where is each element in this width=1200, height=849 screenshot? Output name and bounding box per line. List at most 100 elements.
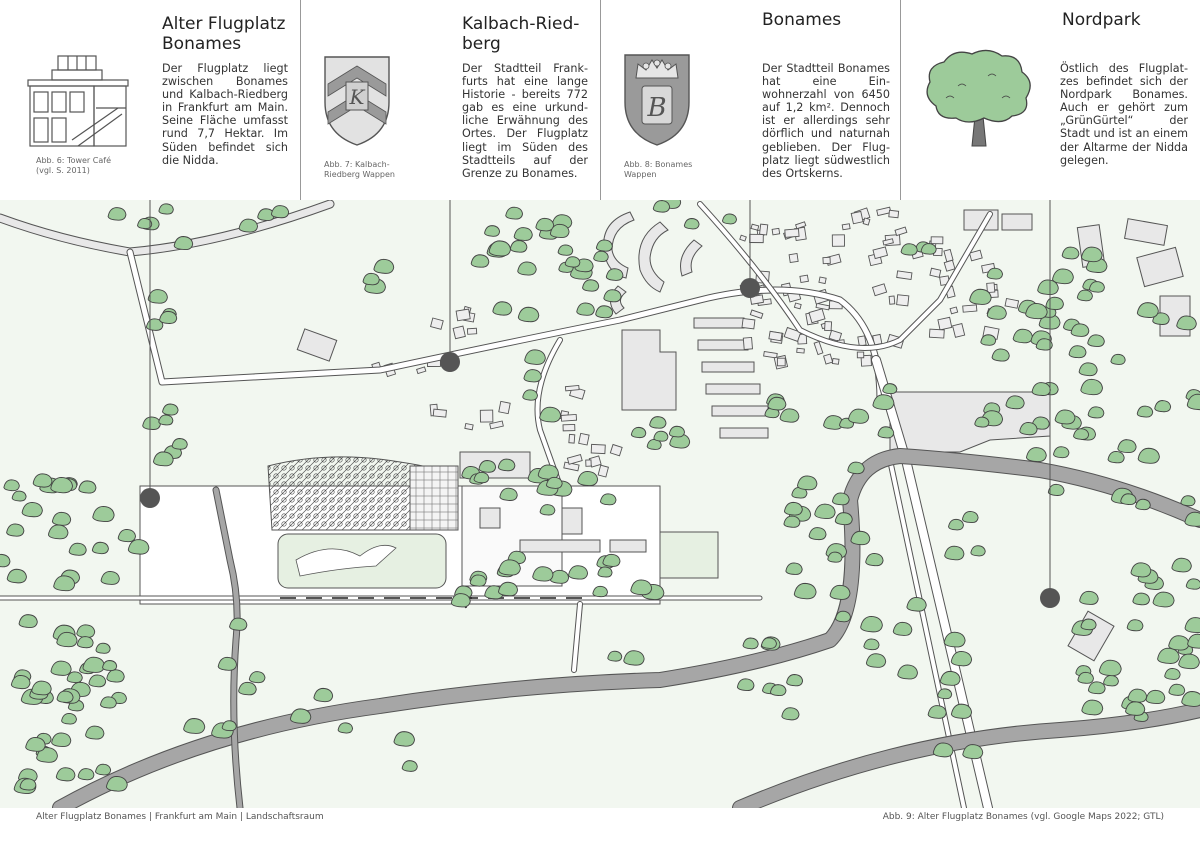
house — [597, 464, 609, 478]
house — [750, 223, 760, 231]
tree — [532, 566, 554, 582]
tree — [969, 288, 992, 305]
tree — [1152, 591, 1175, 608]
tree — [863, 638, 880, 651]
house — [896, 294, 910, 307]
house — [590, 443, 606, 455]
tree — [77, 768, 95, 781]
tree — [25, 737, 46, 752]
tree — [1103, 674, 1119, 687]
house — [784, 228, 800, 238]
house — [564, 384, 580, 392]
tree — [668, 425, 685, 438]
site-map — [0, 200, 1200, 808]
tree — [785, 562, 803, 575]
tree — [517, 306, 540, 323]
house — [578, 432, 590, 446]
tree — [865, 552, 884, 567]
tree — [248, 671, 266, 684]
house — [568, 433, 576, 444]
tree — [607, 650, 623, 662]
tree — [595, 305, 614, 319]
tree — [499, 487, 518, 501]
tree — [900, 243, 918, 256]
tree — [848, 408, 870, 424]
tree — [6, 568, 27, 584]
tree — [513, 227, 533, 241]
tree — [847, 461, 865, 475]
house — [1004, 297, 1020, 309]
tree — [980, 334, 997, 346]
house — [831, 357, 840, 365]
emblem-letter: K — [349, 85, 366, 109]
tree — [1132, 592, 1151, 606]
tree — [595, 239, 613, 252]
house — [479, 409, 494, 423]
tree — [791, 486, 808, 499]
tree — [159, 310, 178, 324]
house — [841, 223, 851, 231]
tree — [158, 414, 174, 426]
house — [828, 329, 843, 342]
panel-kalbach-riedberg: Kalbach-Ried- berg Der Stadtteil Frank­f… — [300, 0, 600, 200]
tree — [1154, 400, 1172, 413]
house — [566, 453, 583, 465]
tree — [102, 660, 118, 671]
marker-nordpark — [1040, 588, 1060, 608]
bonames-coat-of-arms-icon: B — [624, 54, 690, 146]
house — [962, 304, 978, 313]
tree — [505, 206, 523, 220]
house — [823, 353, 834, 365]
panel-text: Östlich des Flugplat­zes befindet sich d… — [1060, 62, 1188, 167]
tree — [1073, 428, 1090, 440]
tree — [850, 530, 871, 546]
tree — [974, 416, 990, 428]
house — [793, 302, 802, 310]
house — [876, 206, 892, 217]
tree — [238, 218, 258, 233]
house — [813, 340, 824, 356]
tree — [53, 575, 76, 592]
tree — [21, 501, 43, 518]
house — [749, 309, 764, 319]
tree — [100, 696, 117, 709]
tree — [865, 653, 887, 668]
tree — [827, 551, 843, 563]
tree — [517, 261, 537, 276]
emblem-letter: B — [646, 93, 666, 123]
tree — [469, 574, 487, 587]
house — [824, 321, 833, 332]
tree — [522, 389, 538, 401]
tree — [1130, 562, 1152, 578]
tree — [796, 475, 818, 491]
tree — [781, 707, 800, 721]
tree — [831, 492, 850, 506]
tree — [1037, 279, 1059, 296]
tree — [592, 585, 608, 598]
tree — [1136, 405, 1154, 418]
tree — [653, 430, 669, 442]
tree — [78, 480, 97, 494]
tree — [313, 687, 334, 703]
tree — [238, 681, 257, 696]
tree — [498, 581, 518, 597]
tree — [646, 439, 662, 450]
house — [796, 347, 805, 354]
tree — [1087, 406, 1105, 419]
tree — [137, 218, 153, 229]
tree — [145, 318, 164, 331]
tree — [597, 566, 613, 578]
tree — [539, 504, 556, 516]
tree — [576, 302, 595, 316]
tree — [1052, 268, 1074, 285]
trees — [0, 200, 1200, 794]
house — [585, 459, 592, 467]
house — [430, 317, 444, 330]
tree — [835, 610, 851, 623]
tree — [337, 722, 354, 734]
tree — [834, 512, 853, 526]
tree — [1088, 281, 1105, 293]
panel-divider — [900, 0, 901, 200]
house — [788, 253, 799, 264]
tree — [18, 614, 38, 629]
